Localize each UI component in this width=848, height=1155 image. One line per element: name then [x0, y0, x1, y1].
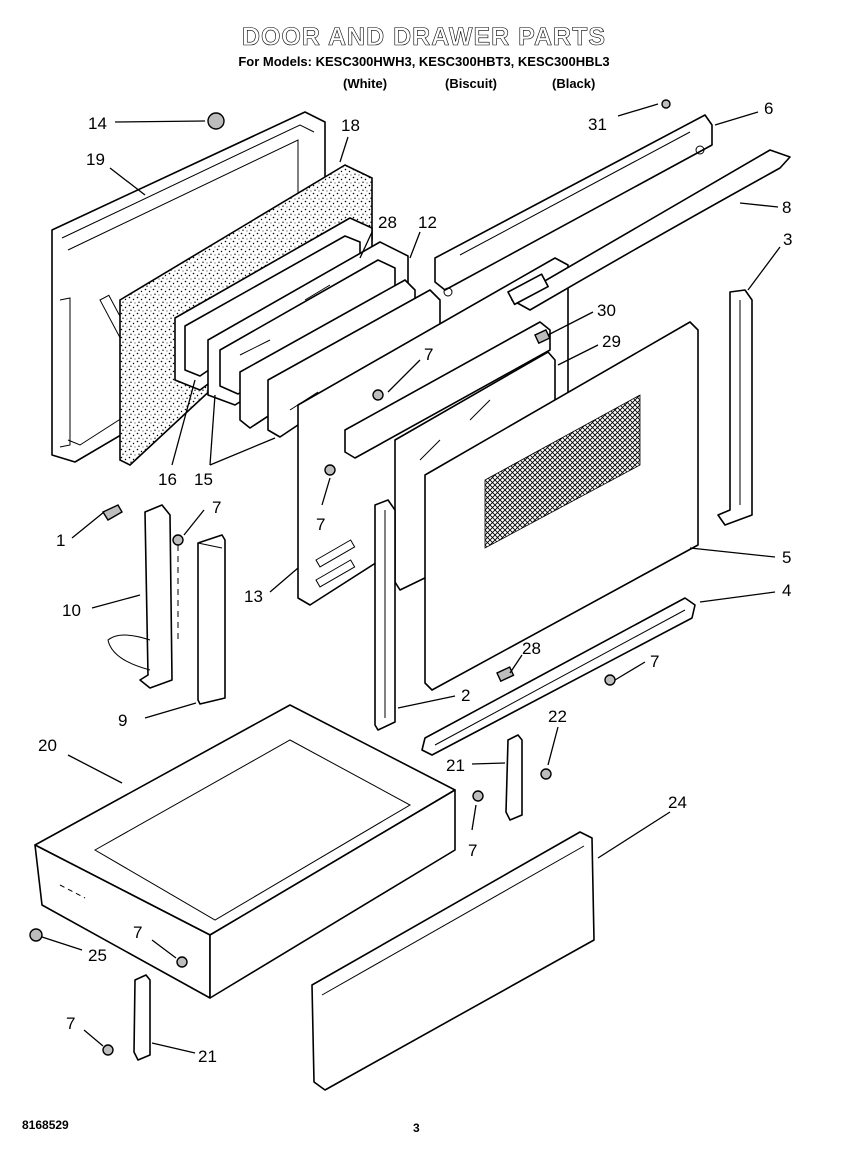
drawer-glide-right — [505, 734, 523, 821]
door-top-trim — [434, 114, 713, 297]
callout-30: 30 — [597, 301, 616, 320]
callout-21-b: 21 — [198, 1047, 217, 1066]
callout-12: 12 — [418, 213, 437, 232]
callout-5: 5 — [782, 548, 791, 567]
callout-15: 15 — [194, 470, 213, 489]
callout-24: 24 — [668, 793, 687, 812]
callout-labels: 14 18 19 28 12 31 6 8 3 30 29 7 16 15 7 … — [38, 99, 792, 1066]
callout-7-b: 7 — [316, 515, 325, 534]
callout-19: 19 — [86, 150, 105, 169]
models-line: For Models: KESC300HWH3, KESC300HBT3, KE… — [238, 54, 610, 69]
callout-13: 13 — [244, 587, 263, 606]
callout-18: 18 — [341, 116, 360, 135]
drawer-box — [34, 704, 456, 999]
door-side-trim-left — [374, 499, 396, 731]
callout-2: 2 — [461, 686, 470, 705]
callout-1: 1 — [56, 531, 65, 550]
variant-biscuit: (Biscuit) — [445, 76, 497, 91]
door-hinge — [107, 504, 179, 689]
callout-8: 8 — [782, 198, 791, 217]
callout-21-a: 21 — [446, 756, 465, 775]
callout-28-b: 28 — [522, 639, 541, 658]
drawer-front — [311, 831, 595, 1091]
callout-25: 25 — [88, 946, 107, 965]
variant-white: (White) — [343, 76, 388, 91]
door-glass-frames — [174, 217, 441, 438]
callout-7-d: 7 — [650, 652, 659, 671]
page-title: DOOR AND DRAWER PARTS — [241, 23, 607, 52]
drawer-glide-left — [133, 974, 151, 1061]
page-number: 3 — [413, 1121, 420, 1135]
variant-black: (Black) — [552, 76, 596, 91]
callout-16: 16 — [158, 470, 177, 489]
callout-7-a: 7 — [424, 345, 433, 364]
callout-14: 14 — [88, 114, 107, 133]
callout-3: 3 — [783, 230, 792, 249]
hinge-clip — [101, 504, 123, 521]
page-header: DOOR AND DRAWER PARTS For Models: KESC30… — [0, 22, 848, 70]
callout-22: 22 — [548, 707, 567, 726]
callout-9: 9 — [118, 711, 127, 730]
leader-lines — [41, 103, 781, 1054]
callout-31: 31 — [588, 115, 607, 134]
callout-20: 20 — [38, 736, 57, 755]
callout-7-f: 7 — [133, 923, 142, 942]
callout-10: 10 — [62, 601, 81, 620]
door-bumper — [207, 112, 225, 130]
callout-7-g: 7 — [66, 1014, 75, 1033]
door-outer-panel — [424, 321, 699, 691]
callout-6: 6 — [764, 99, 773, 118]
screws — [29, 99, 671, 1056]
callout-7-e: 7 — [468, 841, 477, 860]
callout-29: 29 — [602, 332, 621, 351]
document-number: 8168529 — [22, 1118, 69, 1132]
door-side-trim-right — [717, 289, 753, 526]
callout-28: 28 — [378, 213, 397, 232]
door-bottom-trim — [421, 597, 696, 756]
hinge-cover — [197, 534, 226, 705]
callout-7-c: 7 — [212, 498, 221, 517]
door-handle — [507, 149, 791, 311]
callout-4: 4 — [782, 581, 791, 600]
